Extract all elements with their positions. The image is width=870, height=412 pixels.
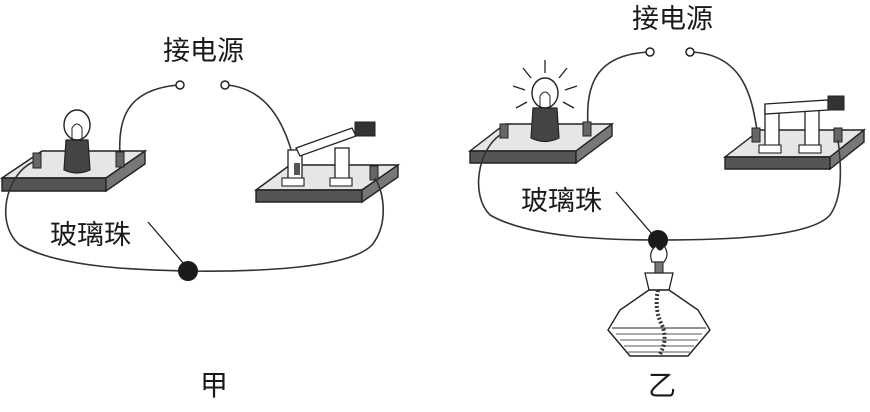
figure-jia: 接电源	[0, 36, 401, 402]
wire-right-switch-to-terminal	[691, 51, 758, 131]
bead-leader-right	[615, 191, 653, 235]
wire-left-bulb-to-terminal	[118, 84, 179, 159]
lit-bulb-right-icon	[512, 60, 578, 143]
power-label-right: 接电源	[632, 4, 713, 35]
wire-left-switch-to-terminal	[225, 84, 296, 166]
bead-label-right: 玻璃珠	[521, 186, 602, 217]
glass-bead-left	[178, 261, 198, 281]
bead-leader-left	[147, 221, 185, 265]
switch-board-right	[722, 128, 867, 171]
board-post-left-2	[115, 151, 125, 168]
power-terminal-right-b	[685, 47, 695, 57]
caption-yi: 乙	[648, 369, 676, 402]
power-label-left: 接电源	[163, 36, 244, 67]
bead-label-left: 玻璃珠	[50, 220, 131, 251]
board-post-left-1	[32, 152, 42, 169]
knife-switch-left-icon	[281, 121, 379, 187]
light-bulb-left-icon	[63, 109, 91, 174]
board-post-right-1	[499, 123, 509, 139]
board-post-right-2	[582, 121, 592, 137]
glass-bead-right	[648, 230, 668, 250]
figure-yi: 接电源	[467, 4, 867, 402]
power-terminal-right-a	[645, 47, 655, 57]
alcohol-lamp-icon	[607, 244, 711, 357]
caption-jia: 甲	[200, 369, 228, 402]
wire-right-bulb-to-terminal	[586, 51, 649, 126]
power-terminal-left-a	[175, 80, 185, 90]
power-terminal-left-b	[220, 80, 230, 90]
knife-switch-right-icon	[751, 95, 845, 154]
